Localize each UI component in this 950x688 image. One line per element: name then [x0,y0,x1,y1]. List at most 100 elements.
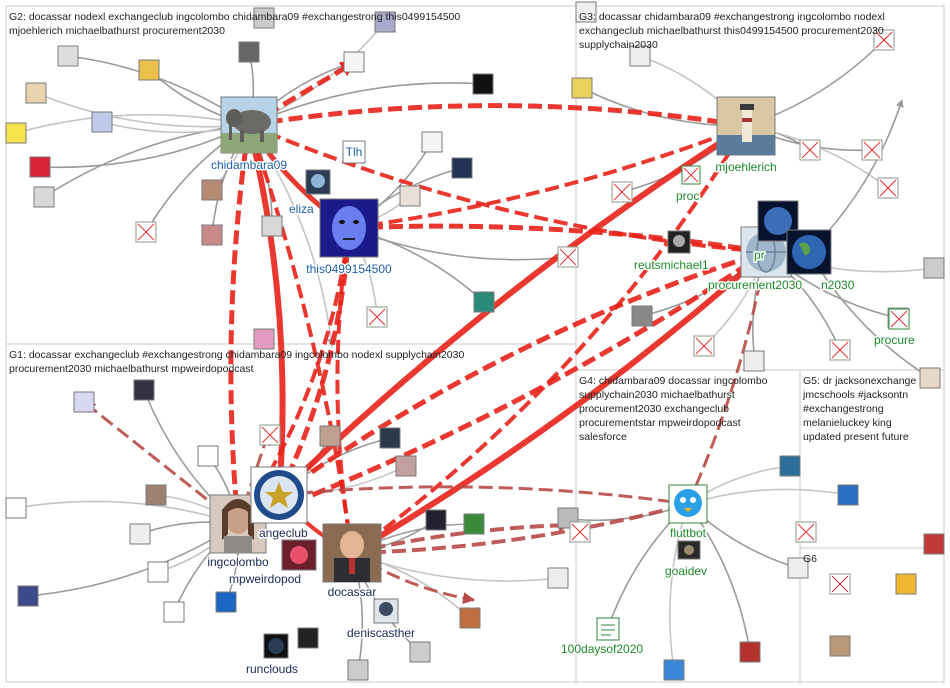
group-label-g4-line3: procurement2030 exchangeclub [579,403,729,415]
small-node[interactable] [923,257,945,279]
small-node[interactable] [25,82,47,104]
node-docassar[interactable]: docassar [322,523,382,601]
node-deniscasther[interactable]: deniscasther [346,598,417,642]
small-node[interactable] [472,73,494,95]
small-node[interactable] [201,224,223,246]
node-label-ingcolombo: ingcolombo [207,555,269,569]
edge-heavy [350,249,768,556]
small-node[interactable] [17,585,39,607]
node-this0499154500[interactable]: this0499154500 [305,198,394,278]
small-node[interactable] [421,131,443,153]
node-pr[interactable]: pr [753,200,799,264]
broken-image-icon[interactable] [693,335,715,357]
node-tlh[interactable]: Tlh [342,140,366,164]
small-node[interactable] [253,328,275,350]
small-node[interactable] [343,51,365,73]
broken-image-icon[interactable] [557,246,579,268]
node-runclouds[interactable]: runclouds [245,633,300,678]
small-node[interactable] [631,305,653,327]
small-node[interactable] [463,513,485,535]
small-node[interactable] [253,7,275,29]
small-node[interactable] [138,59,160,81]
broken-image-icon[interactable] [829,339,851,361]
edge [808,99,904,253]
small-node[interactable] [145,484,167,506]
node-label-deniscasther: deniscasther [347,626,415,640]
group-label-g1-line1: G1: docassar exchangeclub #exchangestron… [9,349,464,361]
broken-image-icon[interactable] [873,29,895,51]
group-box-g6 [799,547,945,683]
small-node[interactable] [459,607,481,629]
node-eliza[interactable]: eliza [288,169,331,218]
small-node[interactable] [347,659,369,681]
node-label-fluttbot: fluttbot [670,526,707,540]
small-node[interactable] [547,567,569,589]
broken-image-icon[interactable] [795,521,817,543]
broken-image-icon[interactable] [799,139,821,161]
small-node[interactable] [5,497,27,519]
broken-image-icon[interactable] [611,181,633,203]
small-node[interactable] [399,185,421,207]
small-node[interactable] [739,641,761,663]
small-node[interactable] [409,641,431,663]
node-mjoehlerich[interactable]: mjoehlerich [714,96,778,176]
small-node[interactable] [395,455,417,477]
small-node[interactable] [923,533,945,555]
node-chidambara09[interactable]: chidambara09 [209,96,289,174]
group-label-g4-line4: procurementstar mpweirdopodcast [579,417,741,429]
small-node[interactable] [451,157,473,179]
broken-image-icon[interactable] [569,521,591,543]
small-node[interactable] [297,627,319,649]
small-node[interactable] [663,659,685,681]
small-node[interactable] [895,573,917,595]
small-node[interactable] [133,379,155,401]
node-label-mpweirdopod: mpweirdopod [229,572,301,586]
broken-image-icon[interactable] [259,424,281,446]
node-mpweirdopod[interactable]: mpweirdopod [228,539,317,588]
small-node[interactable] [837,484,859,506]
small-node[interactable] [779,455,801,477]
broken-image-icon[interactable] [135,221,157,243]
edge-heavy [686,251,770,505]
small-node[interactable] [575,1,597,23]
small-node[interactable] [379,427,401,449]
small-node[interactable] [147,561,169,583]
broken-image-icon[interactable] [366,306,388,328]
small-node[interactable] [57,45,79,67]
broken-image-icon[interactable] [877,177,899,199]
small-node[interactable] [829,635,851,657]
small-node[interactable] [215,591,237,613]
small-node[interactable] [374,11,396,33]
small-node[interactable] [201,179,223,201]
avatar-icon [379,602,393,616]
small-node[interactable] [629,45,651,67]
small-node[interactable] [425,509,447,531]
small-node[interactable] [29,156,51,178]
node-n2030[interactable]: n2030 [786,229,856,294]
small-node[interactable] [238,41,260,63]
small-node[interactable] [5,122,27,144]
small-node[interactable] [319,425,341,447]
small-node[interactable] [261,215,283,237]
node-goaidev[interactable]: goaidev [664,540,709,580]
small-node[interactable] [743,350,765,372]
small-node[interactable] [33,186,55,208]
node-100daysof2020[interactable]: 100daysof2020 [560,617,645,658]
node-procure[interactable]: procure [873,308,917,349]
small-node[interactable] [919,367,941,389]
node-proc[interactable]: proc [675,165,701,205]
broken-image-icon[interactable] [829,573,851,595]
broken-image-icon[interactable] [861,139,883,161]
node-fluttbot[interactable]: fluttbot [668,484,708,542]
small-node[interactable] [91,111,113,133]
node-reutsmichael1[interactable]: reutsmichael1 [633,230,711,274]
small-node[interactable] [571,77,593,99]
group-label-g3-line1: G3: docassar chidambara09 #exchangestron… [579,11,885,23]
small-node[interactable] [473,291,495,313]
node-angeclub[interactable]: angeclub [250,466,310,542]
small-node[interactable] [73,391,95,413]
small-node[interactable] [129,523,151,545]
small-node[interactable] [787,557,809,579]
small-node[interactable] [197,445,219,467]
small-node[interactable] [163,601,185,623]
